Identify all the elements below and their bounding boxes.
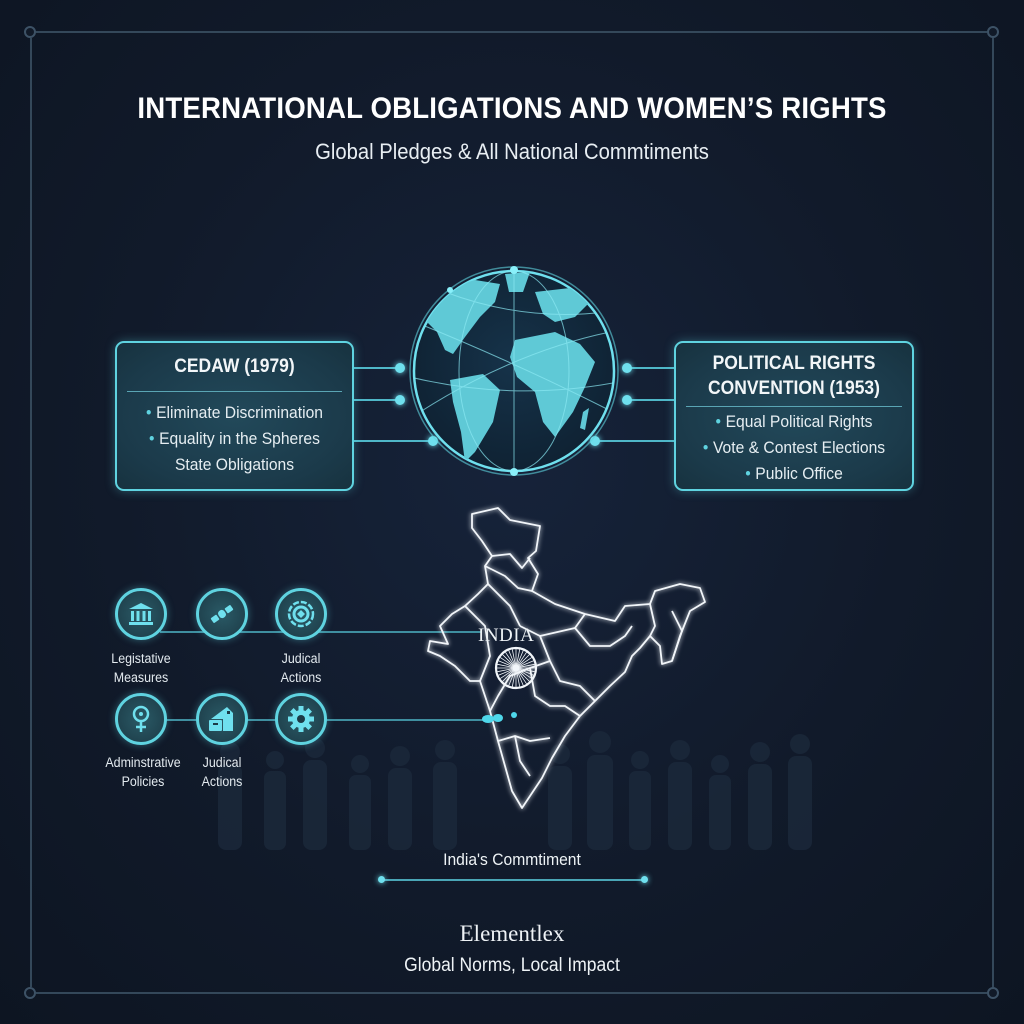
tagline: Global Norms, Local Impact	[404, 955, 620, 976]
card-divider	[127, 391, 342, 392]
bullet-icon: •	[745, 464, 751, 483]
judicial-label-2: Judical Actions	[189, 753, 255, 791]
frame-right	[992, 38, 994, 987]
cedaw-item-text: Equality in the Spheres	[159, 429, 320, 448]
globe-icon	[409, 266, 619, 476]
brand-name: Elementlex	[459, 921, 565, 946]
divider-dot	[641, 876, 648, 883]
parliament-icon	[129, 603, 153, 625]
ashoka-chakra-icon	[494, 646, 538, 690]
connector-line	[352, 440, 432, 442]
divider-dot	[378, 876, 385, 883]
bullet-icon: •	[149, 429, 155, 448]
gear-icon	[288, 706, 314, 732]
label-line: Actions	[280, 670, 322, 685]
connector-line	[352, 399, 400, 401]
india-label: INDIA	[478, 625, 535, 646]
connector-dot	[428, 436, 438, 446]
cedaw-item: State Obligations	[126, 452, 342, 478]
frame-corner-tl	[24, 26, 36, 38]
connector-line	[627, 367, 675, 369]
connector-dot	[622, 395, 632, 405]
bullet-icon: •	[146, 403, 152, 422]
measure-legislative[interactable]	[115, 588, 167, 640]
connector-line	[352, 367, 400, 369]
cedaw-item: •Eliminate Discrimination	[126, 400, 342, 426]
cedaw-item-text: Eliminate Discrimination	[156, 403, 323, 422]
connector-line	[595, 440, 675, 442]
frame-top	[36, 31, 987, 33]
political-rights-item-text: Public Office	[755, 464, 843, 483]
measure-judicial-2[interactable]	[196, 693, 248, 745]
commitment-label: India's Commtiment	[443, 850, 581, 869]
frame-corner-bl	[24, 987, 36, 999]
label-line: Judical	[281, 651, 321, 666]
administrative-label: Adminstrative Policies	[94, 753, 192, 791]
political-rights-item-text: Vote & Contest Elections	[712, 438, 886, 457]
political-rights-item: •Vote & Contest Elections	[685, 435, 902, 461]
satellite-icon	[210, 605, 234, 623]
political-rights-item: •Public Office	[685, 461, 902, 487]
political-rights-card: POLITICAL RIGHTS CONVENTION (1953) •Equa…	[674, 341, 914, 491]
page-title: INTERNATIONAL OBLIGATIONS AND WOMEN’S RI…	[137, 92, 887, 125]
frame-corner-tr	[987, 26, 999, 38]
political-rights-title-line2: CONVENTION (1953)	[708, 378, 880, 399]
frame-bottom	[36, 992, 987, 994]
connector-dot	[622, 363, 632, 373]
measure-administrative[interactable]	[115, 693, 167, 745]
bullet-icon: •	[702, 438, 709, 457]
cedaw-title: CEDAW (1979)	[174, 356, 295, 377]
measure-satellite[interactable]	[196, 588, 248, 640]
page-subtitle: Global Pledges & All National Commtiment…	[315, 139, 709, 164]
political-rights-item: •Equal Political Rights	[685, 409, 902, 435]
label-line: Legistative	[111, 651, 171, 666]
female-symbol-icon	[132, 705, 150, 732]
frame-left	[30, 38, 32, 987]
card-divider	[686, 406, 902, 407]
crowd-silhouette-icon	[218, 731, 812, 850]
building-icon	[209, 707, 233, 731]
frame-corner-br	[987, 987, 999, 999]
commitment-divider	[381, 879, 645, 881]
connector-dot	[590, 436, 600, 446]
connector-dot	[395, 395, 405, 405]
label-line: Actions	[201, 774, 243, 789]
judicial-label: Judical Actions	[260, 649, 343, 687]
legislative-label: Legistative Measures	[100, 649, 183, 687]
label-line: Adminstrative	[105, 755, 181, 770]
label-line: Measures	[113, 670, 169, 685]
label-line: Policies	[121, 774, 165, 789]
measure-settings[interactable]	[275, 693, 327, 745]
political-rights-item-text: Equal Political Rights	[725, 412, 873, 431]
connector-dot	[395, 363, 405, 373]
connector-line	[627, 399, 675, 401]
bullet-icon: •	[715, 412, 721, 431]
india-map	[427, 507, 706, 809]
political-rights-title-line1: POLITICAL RIGHTS	[712, 353, 876, 374]
cedaw-item: •Equality in the Spheres	[126, 426, 342, 452]
cedaw-card: CEDAW (1979) •Eliminate Discrimination •…	[115, 341, 354, 491]
measure-judicial[interactable]	[275, 588, 327, 640]
cedaw-item-text: State Obligations	[174, 455, 295, 474]
label-line: Judical	[202, 755, 242, 770]
measures-connector-line	[160, 631, 482, 633]
target-icon	[287, 600, 315, 628]
